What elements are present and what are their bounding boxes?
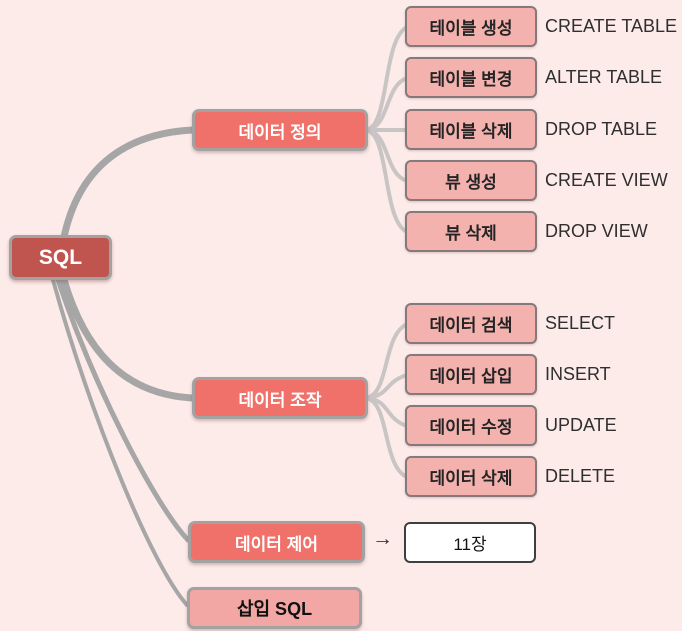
command-label-drop-table: DROP TABLE (545, 119, 658, 139)
wire-root-to-embedded (51, 278, 189, 607)
leaf-node-delete: 데이터 삭제 (405, 456, 537, 497)
leaf-node-select: 데이터 검색 (405, 303, 537, 344)
command-label-drop-view: DROP VIEW (545, 221, 648, 241)
command-label-insert: INSERT (545, 364, 611, 384)
branch-node-data-manipulation: 데이터 조작 (192, 377, 368, 419)
branch-node-data-control: 데이터 제어 (188, 521, 365, 563)
wire-def-leaf-1 (364, 25, 409, 132)
wire-root-to-manipulation (60, 276, 196, 402)
wire-man-leaf-4 (364, 396, 409, 479)
wire-root-to-control (55, 277, 191, 543)
root-node-sql: SQL (9, 235, 112, 280)
command-label-select: SELECT (545, 313, 616, 333)
wire-root-to-definition (60, 126, 196, 241)
chapter-reference-node: 11장 (404, 522, 536, 563)
leaf-node-insert: 데이터 삽입 (405, 354, 537, 395)
leaf-node-update: 데이터 수정 (405, 405, 537, 446)
command-label-update: UPDATE (545, 415, 617, 435)
wire-man-leaf-1 (364, 322, 409, 400)
command-label-delete: DELETE (545, 466, 616, 486)
leaf-node-alter-table: 테이블 변경 (405, 57, 537, 98)
command-label-alter-table: ALTER TABLE (545, 67, 663, 87)
wire-def-leaf-5 (364, 128, 409, 234)
right-arrow-icon: → (372, 527, 393, 550)
leaf-node-create-view: 뷰 생성 (405, 160, 537, 201)
leaf-node-create-table: 테이블 생성 (405, 6, 537, 47)
leaf-node-drop-table: 테이블 삭제 (405, 109, 537, 150)
command-label-create-table: CREATE TABLE (545, 16, 678, 36)
leaf-node-drop-view: 뷰 삭제 (405, 211, 537, 252)
command-label-create-view: CREATE VIEW (545, 170, 668, 190)
branch-node-embedded-sql: 삽입 SQL (187, 587, 362, 629)
branch-node-data-definition: 데이터 정의 (192, 109, 368, 151)
